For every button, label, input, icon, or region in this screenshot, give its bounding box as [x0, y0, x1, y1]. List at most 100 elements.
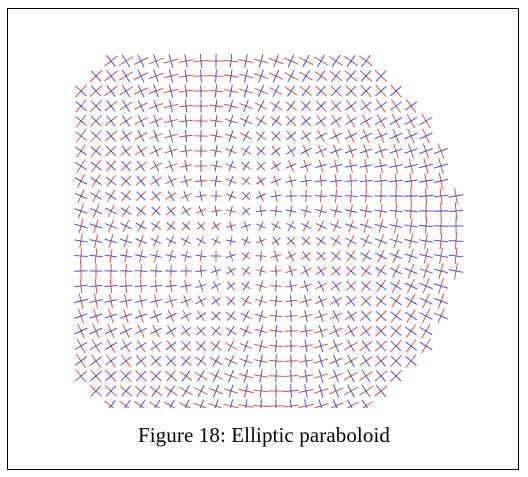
field-segment: [226, 253, 236, 259]
field-segment: [259, 384, 263, 398]
field-segment: [106, 146, 116, 156]
field-segment: [153, 129, 159, 143]
field-segment: [75, 146, 87, 156]
field-segment: [345, 86, 357, 96]
field-segment: [89, 223, 103, 229]
field-segment: [346, 266, 356, 276]
field-segment: [245, 399, 248, 408]
field-segment: [290, 295, 292, 307]
field-segment: [304, 324, 308, 338]
field-segment: [74, 327, 88, 335]
field-segment: [139, 399, 146, 408]
field-segment: [330, 209, 342, 213]
field-segment: [184, 175, 188, 187]
field-segment: [120, 342, 132, 350]
field-segment: [259, 354, 263, 368]
field-segment: [214, 175, 218, 187]
field-segment: [389, 117, 403, 125]
field-segment: [360, 70, 372, 82]
field-segment: [153, 84, 159, 98]
field-segment: [315, 164, 327, 168]
field-segment: [359, 180, 373, 182]
field-segment: [75, 116, 87, 126]
field-segment: [165, 341, 177, 351]
field-segment: [419, 116, 433, 126]
field-segment: [347, 369, 355, 383]
field-segment: [228, 115, 234, 127]
field-segment: [315, 209, 327, 213]
field-segment: [165, 327, 177, 335]
field-segment: [169, 99, 173, 113]
field-segment: [120, 356, 132, 366]
field-segment: [153, 114, 159, 128]
field-segment: [333, 339, 339, 353]
field-segment: [318, 369, 324, 383]
field-segment: [270, 162, 282, 170]
field-segment: [318, 354, 324, 368]
field-segment: [106, 115, 116, 127]
field-segment: [374, 117, 388, 125]
field-segment: [136, 385, 146, 397]
field-segment: [137, 145, 145, 157]
field-segment: [150, 254, 162, 258]
field-segment: [315, 195, 327, 197]
field-segment: [212, 370, 220, 382]
field-segment: [360, 86, 372, 96]
field-segment: [389, 267, 403, 275]
field-segment: [331, 251, 341, 261]
field-segment: [304, 399, 307, 408]
field-segment: [106, 85, 116, 97]
field-segment: [90, 100, 102, 112]
field-segment: [390, 282, 402, 290]
field-segment: [243, 84, 249, 98]
field-segment: [242, 296, 250, 306]
field-segment: [89, 254, 103, 258]
field-segment: [374, 223, 388, 229]
field-segment: [374, 209, 388, 213]
field-segment: [169, 129, 173, 143]
field-segment: [318, 324, 324, 338]
field-segment: [184, 69, 188, 83]
field-segment: [304, 369, 308, 383]
field-segment: [302, 70, 310, 82]
field-segment: [419, 132, 433, 140]
field-segment: [167, 206, 175, 216]
field-segment: [119, 327, 133, 335]
field-segment: [213, 384, 219, 398]
field-segment: [184, 84, 188, 98]
field-segment: [136, 191, 146, 201]
field-segment: [200, 175, 202, 187]
field-segment: [256, 162, 266, 170]
field-segment: [258, 69, 264, 83]
field-segment: [389, 238, 403, 244]
field-segment: [361, 399, 368, 408]
field-segment: [330, 117, 342, 125]
field-segment: [286, 131, 296, 141]
field-segment: [90, 371, 102, 381]
field-segment: [390, 101, 402, 111]
field-segment: [331, 266, 341, 276]
field-segment: [150, 238, 162, 244]
field-segment: [375, 101, 387, 111]
field-segment: [137, 99, 145, 113]
field-segment: [106, 54, 116, 68]
field-segment: [333, 354, 339, 368]
field-segment: [169, 399, 175, 408]
field-segment: [317, 280, 325, 292]
field-segment: [197, 370, 205, 382]
field-segment: [150, 313, 162, 319]
field-segment: [214, 145, 218, 157]
field-segment: [289, 399, 292, 408]
field-segment: [300, 223, 312, 229]
field-segment: [359, 209, 373, 213]
field-segment: [274, 250, 278, 262]
field-segment: [165, 238, 177, 244]
field-segment: [195, 312, 207, 320]
field-segment: [433, 225, 449, 227]
field-segment: [182, 385, 190, 397]
field-segment: [361, 370, 371, 382]
field-segment: [390, 355, 402, 367]
field-segment: [105, 192, 117, 200]
field-segment: [212, 221, 220, 231]
field-segment: [212, 355, 220, 367]
